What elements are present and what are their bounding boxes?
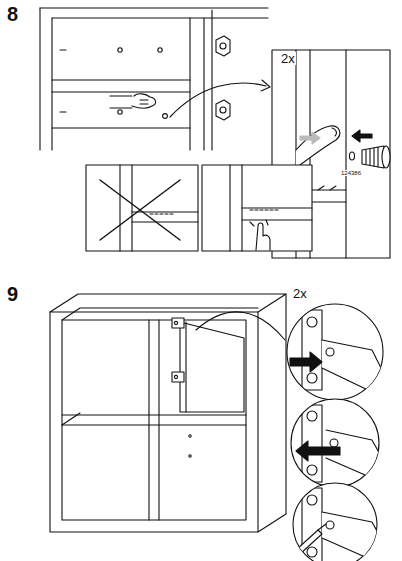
quantity-label: 2x xyxy=(280,52,296,65)
step-number: 9 xyxy=(6,284,19,304)
part-number: 124386 xyxy=(340,170,362,176)
step-number: 8 xyxy=(6,4,19,24)
quantity-label: 2x xyxy=(292,287,308,300)
